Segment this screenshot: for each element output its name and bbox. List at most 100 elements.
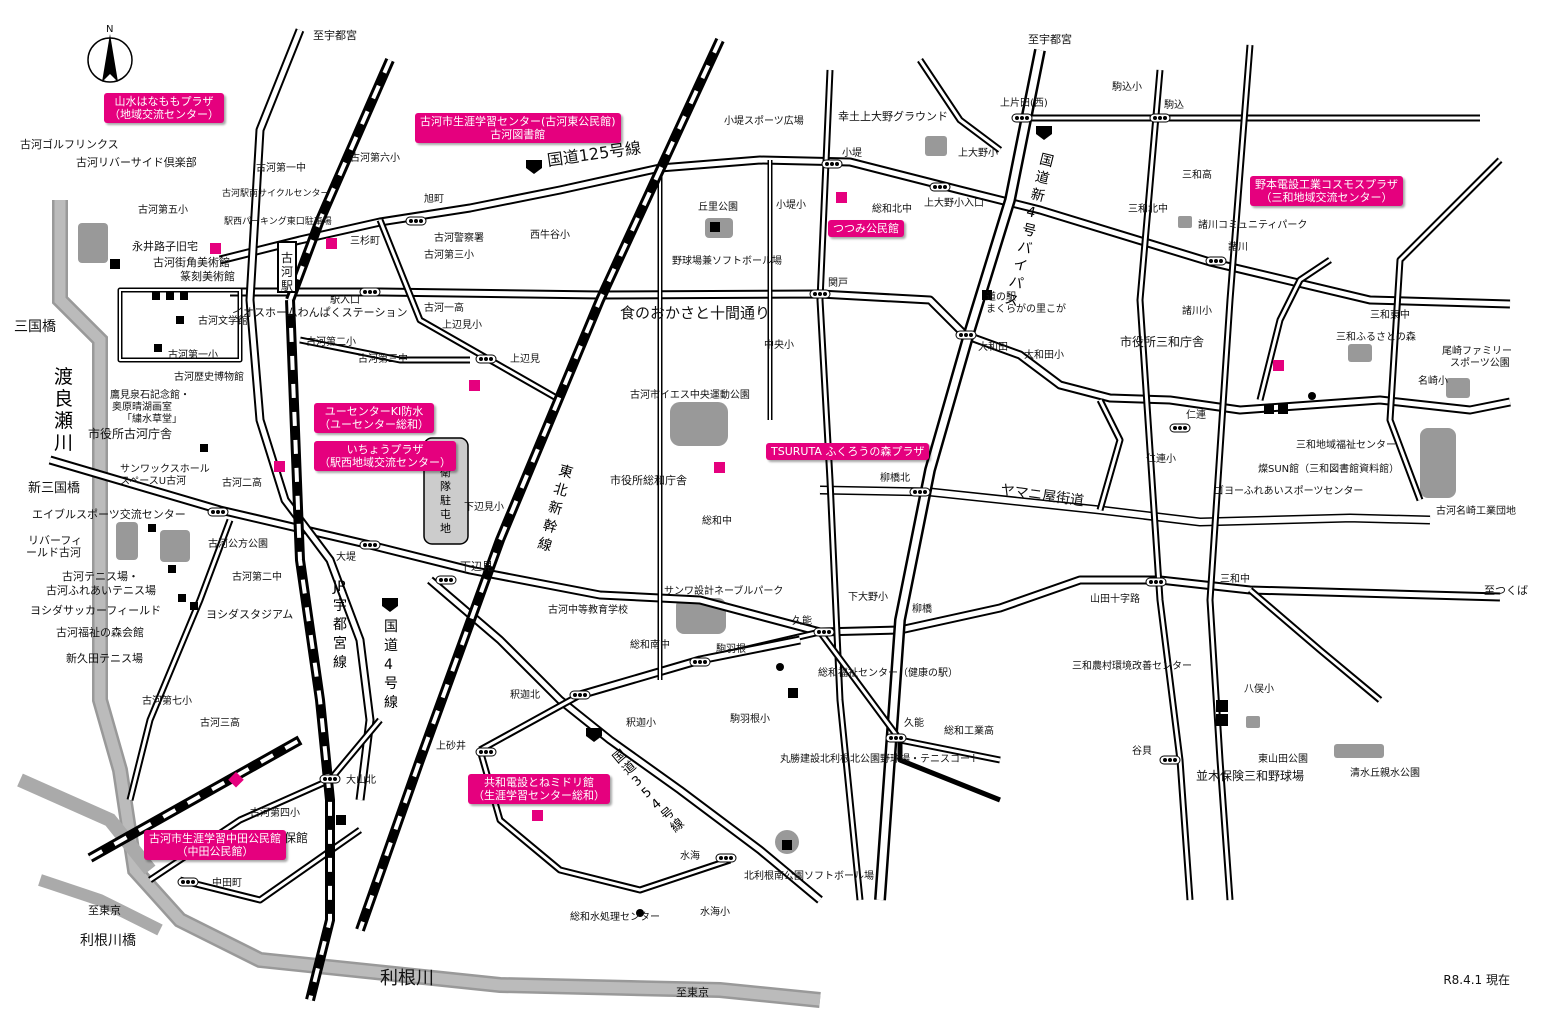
svg-text:旭町: 旭町	[424, 193, 444, 205]
svg-text:総和工業高: 総和工業高	[944, 724, 994, 737]
label-nakada[interactable]: 古河市生涯学習中田公民館（中田公民館）	[144, 830, 286, 860]
svg-text:古河リバーサイド倶楽部: 古河リバーサイド倶楽部	[76, 155, 197, 169]
svg-text:古河第二中: 古河第二中	[232, 570, 282, 583]
label-tsuruta[interactable]: TSURUTA ふくろうの森プラザ	[766, 443, 930, 460]
svg-text:西牛谷小: 西牛谷小	[530, 228, 570, 241]
svg-text:三和高: 三和高	[1182, 168, 1212, 181]
svg-text:諸川コミュニティパーク: 諸川コミュニティパーク	[1198, 218, 1307, 231]
compass-icon: N	[87, 24, 133, 83]
svg-text:大和田小: 大和田小	[1024, 348, 1064, 361]
svg-text:上大野小入口: 上大野小入口	[924, 196, 984, 209]
svg-text:市役所古河庁舎: 市役所古河庁舎	[88, 426, 172, 441]
svg-text:燦SUN館（三和図書館資料館）: 燦SUN館（三和図書館資料館）	[1258, 462, 1399, 475]
svg-text:野球場兼ソフトボール場: 野球場兼ソフトボール場	[672, 254, 782, 267]
label-shin-sankoku: 新三国橋	[28, 480, 80, 496]
svg-text:柳橋北: 柳橋北	[880, 471, 910, 484]
svg-text:古河文学館: 古河文学館	[198, 314, 248, 327]
railways	[87, 37, 725, 1002]
svg-text:ヨシダスタジアム: ヨシダスタジアム	[206, 607, 293, 621]
svg-text:ヨシダサッカーフィールド: ヨシダサッカーフィールド	[30, 603, 161, 617]
label-icho-plaza[interactable]: いちょうプラザ（駅西地域交流センター）	[314, 441, 456, 471]
svg-text:釈迦小: 釈迦小	[626, 716, 656, 729]
label-to-utsunomiya-w: 至宇都宮	[313, 28, 357, 42]
svg-text:上辺見: 上辺見	[510, 353, 540, 365]
svg-text:丘里公園: 丘里公園	[698, 201, 738, 213]
svg-text:下辺見: 下辺見	[460, 560, 493, 573]
svg-text:古: 古	[281, 250, 293, 265]
svg-text:古河第二小: 古河第二小	[306, 335, 356, 348]
svg-text:スペースU古河: スペースU古河	[120, 474, 186, 487]
svg-text:上片田(西): 上片田(西)	[1000, 96, 1048, 109]
svg-text:東山田公園: 東山田公園	[1258, 752, 1308, 765]
svg-text:三和中: 三和中	[1220, 572, 1250, 585]
svg-text:中央小: 中央小	[764, 338, 794, 351]
label-to-utsunomiya-e: 至宇都宮	[1028, 32, 1072, 46]
svg-text:大山北: 大山北	[346, 773, 376, 786]
svg-text:古河第六小: 古河第六小	[350, 151, 400, 164]
svg-text:鷹見泉石記念館・: 鷹見泉石記念館・	[110, 388, 190, 401]
label-route4: 国道4号線	[384, 619, 398, 711]
svg-text:久能: 久能	[792, 614, 812, 627]
traffic-signals	[177, 113, 1227, 887]
svg-text:総和北中: 総和北中	[872, 202, 912, 215]
svg-text:新久田テニス場: 新久田テニス場	[66, 651, 143, 665]
svg-text:古河第三中: 古河第三中	[358, 352, 408, 365]
svg-text:古河第一中: 古河第一中	[256, 161, 306, 174]
svg-text:古河第一小: 古河第一小	[168, 348, 218, 361]
svg-text:古河歴史博物館: 古河歴史博物館	[174, 370, 244, 383]
svg-text:古河駅南サイクルセンター: 古河駅南サイクルセンター	[222, 187, 330, 199]
svg-text:上大野小: 上大野小	[958, 146, 998, 159]
label-nomoto-cosmos[interactable]: 野本電設工業コスモスプラザ（三和地域交流センター）	[1250, 176, 1403, 206]
label-sankoku: 三国橋	[14, 319, 56, 335]
version-label: R8.4.1 現在	[1443, 973, 1510, 987]
svg-text:古河ゴルフリンクス: 古河ゴルフリンクス	[20, 137, 119, 151]
compass-label: N	[106, 24, 113, 35]
label-to-tokyo-w: 至東京	[88, 903, 121, 917]
label-kyowa[interactable]: 共和電設とねミドリ館（生涯学習センター総和）	[468, 774, 610, 804]
svg-text:道の駅: 道の駅	[986, 290, 1016, 303]
svg-text:駅入口: 駅入口	[330, 294, 360, 306]
svg-text:釈迦北: 釈迦北	[510, 688, 540, 701]
svg-text:古河第四小: 古河第四小	[250, 806, 300, 819]
label-sansui-plaza[interactable]: 山水はなももプラザ（地域交流センター）	[104, 93, 224, 123]
svg-text:古河名崎工業団地: 古河名崎工業団地	[1436, 504, 1516, 517]
svg-text:駒込: 駒込	[1164, 99, 1184, 111]
svg-text:三和地域福祉センター: 三和地域福祉センター	[1296, 438, 1396, 451]
svg-text:三和農村環境改善センター: 三和農村環境改善センター	[1072, 659, 1192, 672]
svg-text:小堤スポーツ広場: 小堤スポーツ広場	[724, 114, 804, 127]
svg-text:イオスホームわんぱくステーション: イオスホームわんぱくステーション	[232, 306, 407, 319]
svg-text:水海: 水海	[680, 849, 700, 862]
svg-text:スポーツ公園: スポーツ公園	[1450, 357, 1510, 369]
svg-text:古河福祉の森会館: 古河福祉の森会館	[56, 625, 144, 639]
svg-text:エイブルスポーツ交流センター: エイブルスポーツ交流センター	[32, 507, 186, 521]
svg-text:古河第三小: 古河第三小	[424, 248, 474, 261]
svg-text:古河市イエス中央運動公園: 古河市イエス中央運動公園	[630, 388, 750, 401]
svg-text:小堤: 小堤	[842, 147, 862, 159]
facility-markers	[110, 222, 1316, 917]
svg-text:古河一高: 古河一高	[424, 301, 464, 314]
label-ucenter[interactable]: ユーセンターKI防水（ユーセンター総和）	[314, 403, 434, 433]
svg-text:丸勝建設北利根北公園野球場・テニスコート: 丸勝建設北利根北公園野球場・テニスコート	[780, 752, 980, 765]
svg-text:上砂井: 上砂井	[436, 739, 466, 752]
label-to-tokyo-s: 至東京	[676, 985, 709, 999]
pink-markers	[210, 192, 1284, 821]
svg-text:八俣小: 八俣小	[1244, 682, 1274, 695]
svg-text:尾崎ファミリー: 尾崎ファミリー	[1442, 344, 1512, 357]
svg-text:古河テニス場・: 古河テニス場・	[62, 570, 139, 583]
svg-text:サンワックスホール: サンワックスホール	[120, 463, 210, 475]
svg-text:総和水処理センター: 総和水処理センター	[570, 910, 660, 923]
svg-text:古河警察署: 古河警察署	[434, 231, 484, 244]
svg-text:谷貝: 谷貝	[1132, 745, 1152, 757]
rivers	[17, 200, 821, 1008]
svg-text:古河第七小: 古河第七小	[142, 694, 192, 707]
svg-text:市役所総和庁舎: 市役所総和庁舎	[610, 473, 687, 487]
label-tonegawa-bridge: 利根川橋	[80, 933, 136, 949]
svg-text:仁連小: 仁連小	[1146, 452, 1176, 465]
svg-text:総和福祉センター（健康の駅）: 総和福祉センター（健康の駅）	[818, 666, 958, 679]
label-koga-east[interactable]: 古河市生涯学習センター(古河東公民館)古河図書館	[415, 113, 621, 143]
roads	[48, 28, 1511, 904]
label-tsutsumi[interactable]: つつみ公民館	[828, 220, 904, 237]
svg-text:駅西パーキング東口駐車場: 駅西パーキング東口駐車場	[224, 215, 332, 227]
svg-text:ゴヨーふれあいスポーツセンター: ゴヨーふれあいスポーツセンター	[1214, 484, 1363, 497]
